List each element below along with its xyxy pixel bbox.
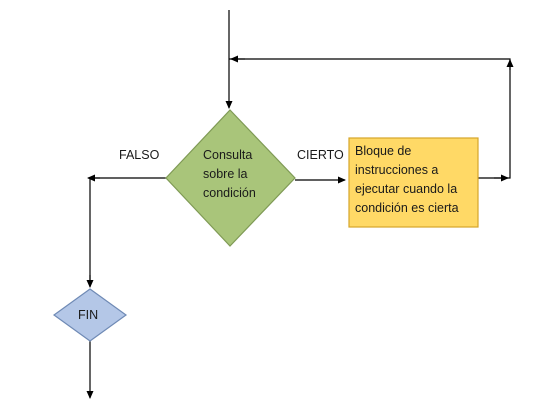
true-edge-label: CIERTO	[297, 148, 344, 162]
decision-label: Consulta sobre la condición	[203, 146, 256, 203]
decision-line-3: condición	[203, 186, 256, 200]
process-line-3: ejecutar cuando la	[355, 182, 458, 196]
decision-line-2: sobre la	[203, 167, 248, 181]
process-line-2: instrucciones a	[355, 163, 439, 177]
false-arrow	[89, 177, 166, 285]
process-line-1: Bloque de	[355, 144, 412, 158]
process-label: Bloque de instrucciones a ejecutar cuand…	[355, 142, 459, 218]
end-label: FIN	[78, 308, 99, 322]
false-edge-label: FALSO	[119, 148, 160, 162]
end-diamond	[52, 288, 128, 342]
decision-line-1: Consulta	[203, 148, 253, 162]
process-line-4: condición es cierta	[355, 201, 459, 215]
decision-diamond	[165, 109, 296, 247]
process-block	[348, 137, 479, 228]
